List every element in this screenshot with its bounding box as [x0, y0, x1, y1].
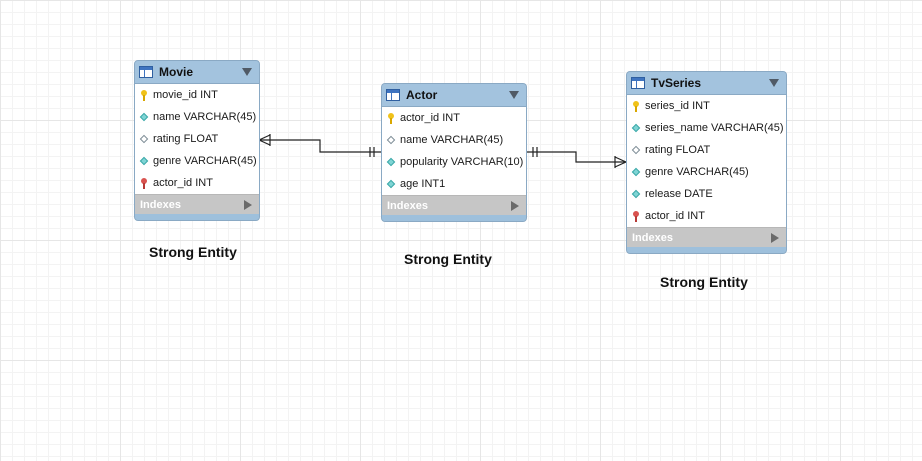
table-icon [631, 77, 645, 89]
table-icon [139, 66, 153, 78]
column-row[interactable]: series_name VARCHAR(45) [627, 117, 786, 139]
entity-caption-actor: Strong Entity [404, 251, 492, 267]
entity-caption-movie: Strong Entity [149, 244, 237, 260]
column-label: series_id INT [645, 100, 710, 112]
column-list: movie_id INT name VARCHAR(45) rating FLO… [135, 83, 259, 194]
crows-foot-many-icon [258, 134, 271, 146]
not-null-column-icon [631, 167, 642, 178]
indexes-section[interactable]: Indexes [627, 227, 786, 247]
not-null-column-icon [386, 179, 397, 190]
nullable-column-icon [631, 145, 642, 156]
relationship-line [259, 139, 381, 153]
nullable-column-icon [386, 135, 397, 146]
collapse-icon[interactable] [509, 91, 519, 99]
column-row[interactable]: genre VARCHAR(45) [627, 161, 786, 183]
one-mandatory-icon [532, 147, 538, 157]
column-list: actor_id INT name VARCHAR(45) popularity… [382, 106, 526, 195]
entity-footer [135, 214, 259, 220]
foreign-key-icon [631, 210, 642, 222]
column-label: name VARCHAR(45) [153, 111, 257, 123]
column-list: series_id INT series_name VARCHAR(45) ra… [627, 94, 786, 227]
column-row[interactable]: actor_id INT [627, 205, 786, 227]
column-row[interactable]: actor_id INT [135, 172, 259, 194]
column-row[interactable]: popularity VARCHAR(10) [382, 151, 526, 173]
primary-key-icon [386, 112, 397, 124]
column-row[interactable]: name VARCHAR(45) [135, 106, 259, 128]
primary-key-icon [631, 100, 642, 112]
column-label: actor_id INT [153, 177, 213, 189]
indexes-label: Indexes [632, 231, 673, 244]
entity-title: Movie [159, 65, 194, 79]
column-label: genre VARCHAR(45) [153, 155, 257, 167]
column-label: rating FLOAT [645, 144, 711, 156]
column-row[interactable]: genre VARCHAR(45) [135, 150, 259, 172]
column-label: release DATE [645, 188, 713, 200]
column-label: actor_id INT [645, 210, 705, 222]
column-label: series_name VARCHAR(45) [645, 122, 784, 134]
column-row[interactable]: actor_id INT [382, 107, 526, 129]
entity-header[interactable]: Actor [382, 84, 526, 106]
column-row[interactable]: name VARCHAR(45) [382, 129, 526, 151]
primary-key-icon [139, 89, 150, 101]
nullable-column-icon [139, 134, 150, 145]
column-label: popularity VARCHAR(10) [400, 156, 524, 168]
entity-footer [627, 247, 786, 253]
table-icon [386, 89, 400, 101]
column-label: name VARCHAR(45) [400, 134, 504, 146]
entity-movie[interactable]: Movie movie_id INT name VARCHAR(45) rati… [134, 60, 260, 221]
column-row[interactable]: movie_id INT [135, 84, 259, 106]
not-null-column-icon [631, 123, 642, 134]
entity-title: TvSeries [651, 76, 702, 90]
entity-header[interactable]: TvSeries [627, 72, 786, 94]
entity-actor[interactable]: Actor actor_id INT name VARCHAR(45) popu… [381, 83, 527, 222]
one-mandatory-icon [369, 147, 375, 157]
entity-footer [382, 215, 526, 221]
entity-caption-tvseries: Strong Entity [660, 274, 748, 290]
not-null-column-icon [386, 157, 397, 168]
relationship-movie-actor[interactable] [258, 134, 381, 157]
column-row[interactable]: age INT1 [382, 173, 526, 195]
entity-title: Actor [406, 88, 438, 102]
crows-foot-many-icon [614, 156, 627, 168]
indexes-label: Indexes [387, 199, 428, 212]
column-label: rating FLOAT [153, 133, 219, 145]
indexes-section[interactable]: Indexes [135, 194, 259, 214]
entity-tvseries[interactable]: TvSeries series_id INT series_name VARCH… [626, 71, 787, 254]
relationship-actor-tvseries[interactable] [526, 147, 627, 168]
not-null-column-icon [139, 112, 150, 123]
collapse-icon[interactable] [769, 79, 779, 87]
column-label: actor_id INT [400, 112, 460, 124]
indexes-label: Indexes [140, 198, 181, 211]
expand-icon[interactable] [511, 200, 519, 211]
column-label: genre VARCHAR(45) [645, 166, 749, 178]
not-null-column-icon [139, 156, 150, 167]
foreign-key-icon [139, 177, 150, 189]
relationship-line [526, 151, 626, 163]
column-row[interactable]: series_id INT [627, 95, 786, 117]
indexes-section[interactable]: Indexes [382, 195, 526, 215]
entity-header[interactable]: Movie [135, 61, 259, 83]
column-row[interactable]: release DATE [627, 183, 786, 205]
not-null-column-icon [631, 189, 642, 200]
expand-icon[interactable] [244, 199, 252, 210]
column-row[interactable]: rating FLOAT [135, 128, 259, 150]
column-row[interactable]: rating FLOAT [627, 139, 786, 161]
column-label: age INT1 [400, 178, 446, 190]
expand-icon[interactable] [771, 232, 779, 243]
collapse-icon[interactable] [242, 68, 252, 76]
column-label: movie_id INT [153, 89, 218, 101]
